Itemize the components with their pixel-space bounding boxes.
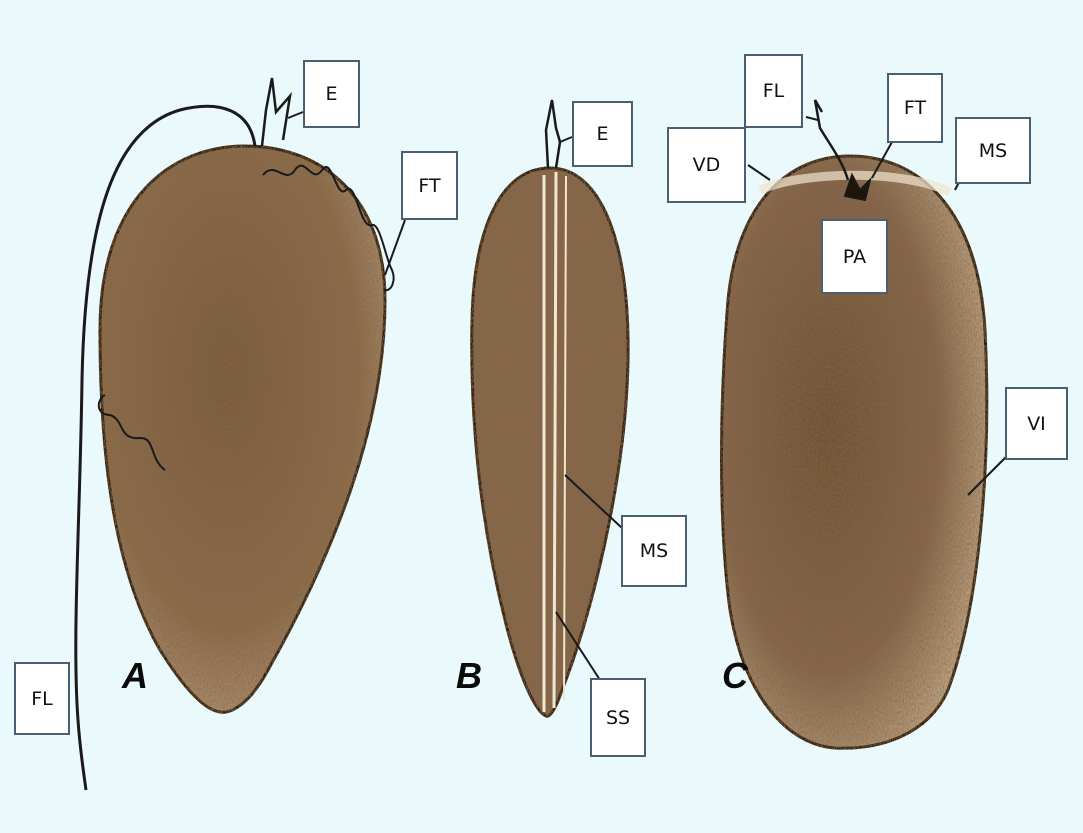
cell-b-body (472, 168, 628, 716)
label-b-e: E (572, 101, 633, 167)
leader-c-fl (806, 117, 818, 120)
leader-c-vd (748, 165, 770, 180)
cell-b-groove-2 (554, 172, 556, 708)
label-c-ft: FT (887, 73, 943, 143)
label-b-ss: SS (590, 678, 646, 757)
label-a-ft: FT (401, 151, 458, 220)
cell-b-eyespot-mark (546, 100, 560, 168)
label-a-fl: FL (14, 662, 70, 735)
label-c-fl: FL (744, 54, 803, 128)
leader-b-e (560, 137, 572, 142)
label-c-pa: PA (821, 219, 888, 294)
cell-a-eyespot-mark (262, 78, 290, 146)
leader-a-e (288, 112, 303, 118)
label-c-ms: MS (955, 117, 1031, 184)
cell-b (472, 100, 628, 716)
cell-c (722, 100, 1009, 748)
label-c-vd: VD (667, 127, 746, 203)
label-c-vi: VI (1005, 387, 1068, 460)
label-b-ms: MS (621, 515, 687, 587)
panel-letter-a: A (122, 655, 148, 697)
leader-a-ft (385, 220, 405, 275)
panel-letter-c: C (722, 655, 748, 697)
panel-letter-b: B (456, 655, 482, 697)
cell-a-body (100, 146, 385, 712)
label-a-e: E (303, 60, 360, 128)
